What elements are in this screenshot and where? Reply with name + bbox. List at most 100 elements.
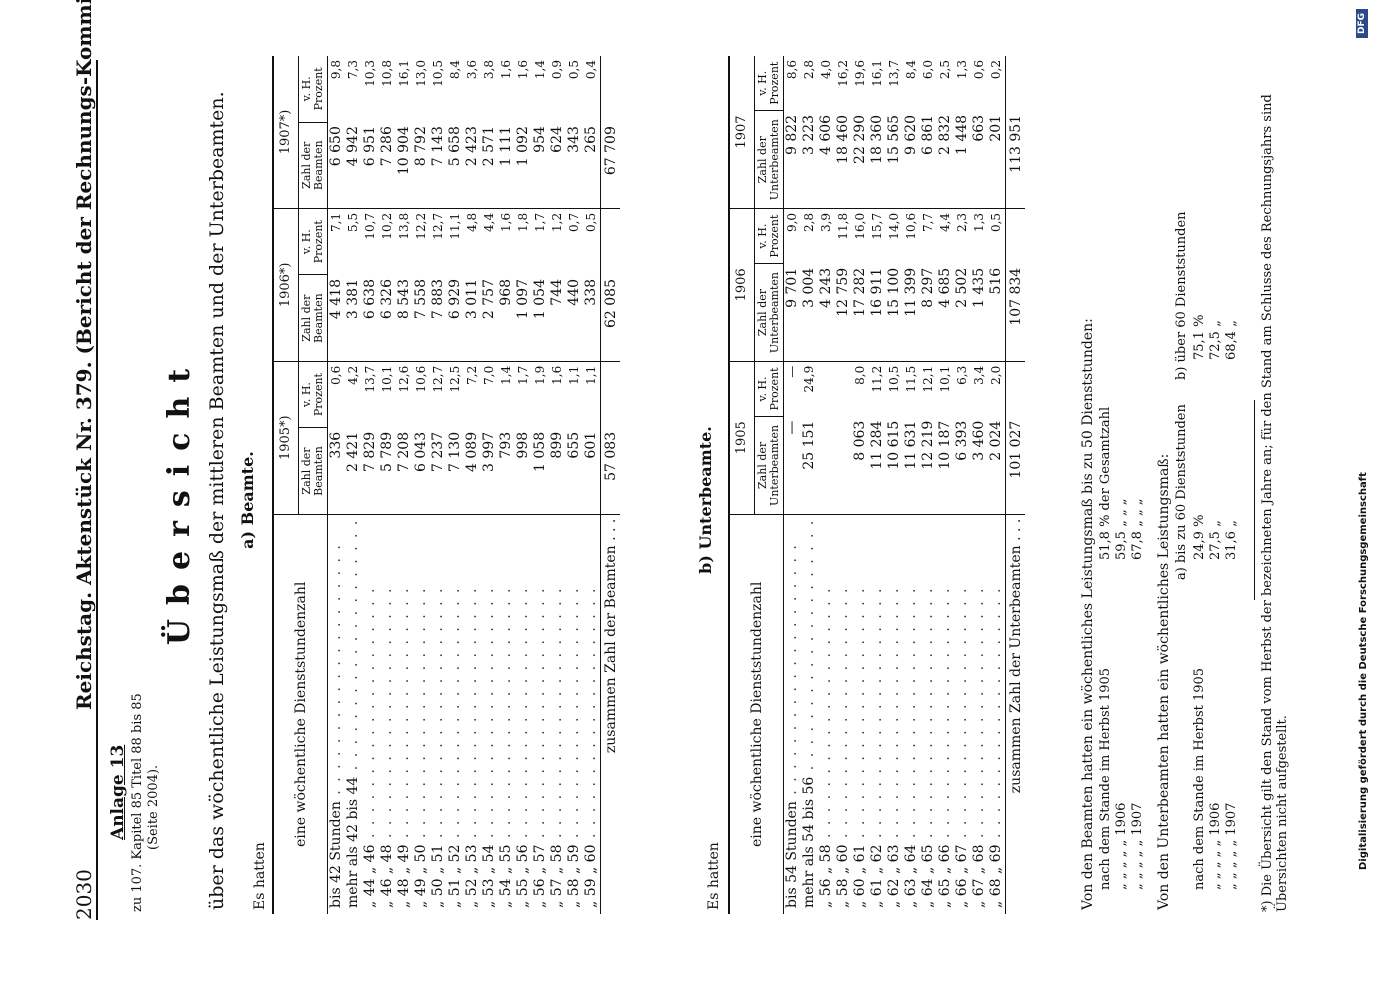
count-cell: 1 092 (515, 122, 532, 209)
digitization-note: Digitalisierung gefördert durch die Deut… (1358, 472, 1369, 870)
count-header: Zahl der Beamten (298, 122, 328, 209)
percent-cell: 2,3 (955, 212, 969, 233)
count-cell: 6 861 (920, 110, 937, 209)
percent-cell: 13,7 (363, 365, 377, 393)
count-cell: 1 058 (532, 427, 549, 515)
percent-cell: 10,7 (363, 212, 377, 240)
percent-cell: 10,8 (380, 60, 394, 87)
table-row: „ 65 „ 66 . . . . . . . . . . . . . . . … (937, 56, 954, 914)
row-label: „ 58 „ 60 . . . . . . . . . . . . . . . … (835, 586, 851, 908)
percent-cell: 12,7 (431, 212, 445, 240)
percent-cell: 1,1 (567, 365, 581, 385)
count-cell: — (783, 416, 801, 515)
total-row: zusammen Zahl der Unterbeamten . . .101 … (1005, 56, 1025, 914)
percent-cell: 2,5 (938, 60, 952, 80)
count-cell: 7 883 (430, 274, 447, 362)
percent-cell: 8,0 (853, 365, 867, 385)
count-cell: 7 130 (447, 427, 464, 515)
percent-cell: 10,1 (938, 365, 952, 393)
count-cell: 899 (549, 427, 566, 515)
total-cell: 57 083 (600, 427, 620, 515)
summary-unterbeamte-line: Von den Unterbeamten hatten ein wöchentl… (1156, 453, 1172, 910)
summary-row: „ „ „ „ „ 190767,8 „ „ „ (1130, 498, 1145, 890)
count-cell: 2 421 (345, 427, 362, 515)
table-row: „ 64 „ 65 . . . . . . . . . . . . . . . … (920, 56, 937, 914)
summary-row: „ „ „ „ „ 190731,6 „68,4 „ (1224, 320, 1239, 890)
count-cell: 3 381 (345, 274, 362, 362)
percent-cell: 12,5 (448, 365, 462, 393)
section-a-es-hatten: Es hatten (252, 842, 268, 910)
summary-col-a: a) bis zu 60 Dienststunden (1174, 404, 1189, 580)
total-percent-cell (600, 361, 620, 428)
count-cell: 3 004 (801, 263, 818, 362)
percent-cell: 1,6 (550, 365, 564, 385)
percent-cell: 2,8 (802, 212, 816, 233)
summary-row: nach dem Stande im Herbst 190524,9 %75,1… (1192, 314, 1207, 890)
row-label: „ 55 „ 56 . . . . . . . . . . . . . . . … (515, 586, 531, 908)
percent-cell: 11,8 (836, 212, 850, 240)
percent-cell: 16,2 (836, 60, 850, 87)
percent-cell: 10,6 (414, 365, 428, 393)
count-cell: 5 789 (379, 427, 396, 515)
percent-cell: 12,1 (921, 365, 935, 393)
row-label: „ 51 „ 52 . . . . . . . . . . . . . . . … (447, 586, 463, 908)
percent-cell: 12,2 (414, 212, 428, 240)
percent-cell: 0,4 (584, 60, 598, 80)
table-unterbeamte: eine wöchentliche Dienststundenzahl 1905… (730, 56, 1025, 914)
percent-cell: 10,2 (380, 212, 394, 240)
count-cell: 998 (515, 427, 532, 515)
row-label: „ 65 „ 66 . . . . . . . . . . . . . . . … (937, 586, 953, 908)
table-row: „ 44 „ 46 . . . . . . . . . . . . . . . … (362, 56, 379, 914)
count-cell: 954 (532, 122, 549, 209)
row-label: „ 57 „ 58 . . . . . . . . . . . . . . . … (549, 586, 565, 908)
row-label: „ 60 „ 61 . . . . . . . . . . . . . . . … (852, 586, 868, 908)
count-cell: 440 (566, 274, 583, 362)
percent-cell: 1,8 (516, 212, 530, 232)
table-row: „ 62 „ 63 . . . . . . . . . . . . . . . … (886, 56, 903, 914)
table-row: „ 49 „ 50 . . . . . . . . . . . . . . . … (413, 56, 430, 914)
count-cell: 624 (549, 122, 566, 209)
total-cell: 113 951 (1005, 110, 1025, 209)
percent-cell: 4,8 (465, 212, 479, 232)
count-cell: 6 043 (413, 427, 430, 515)
count-cell: 516 (988, 263, 1006, 362)
count-cell: 265 (583, 122, 601, 209)
count-cell: 10 615 (886, 416, 903, 515)
percent-cell: 9,0 (785, 212, 799, 233)
anlage-reference: zu 107. Kapitel 85 Titel 88 bis 85 (130, 693, 145, 912)
summary-row: „ „ „ „ „ 190659,5 „ „ „ (1114, 498, 1129, 890)
table-row: „ 56 „ 57 . . . . . . . . . . . . . . . … (532, 56, 549, 914)
anlage-label: Anlage 13 (108, 744, 128, 840)
percent-cell: 16,0 (853, 212, 867, 240)
table-row: „ 53 „ 54 . . . . . . . . . . . . . . . … (481, 56, 498, 914)
percent-cell: 0,6 (329, 365, 343, 385)
anlage-reference-page: (Seite 2004). (146, 764, 161, 850)
merged-percent-cell: 24,9 (802, 365, 816, 393)
count-cell: 2 502 (954, 263, 971, 362)
percent-cell: 2,8 (802, 60, 816, 80)
percent-cell: 0,6 (972, 60, 986, 80)
year-header-1906: 1906 (730, 208, 755, 362)
percent-cell: 16,1 (870, 60, 884, 87)
percent-header: v. H. Prozent (298, 361, 328, 428)
count-cell: 22 290 (852, 110, 869, 209)
row-label: „ 50 „ 51 . . . . . . . . . . . . . . . … (430, 586, 446, 908)
count-cell: 8 297 (920, 263, 937, 362)
count-cell: 1 054 (532, 274, 549, 362)
row-label: „ 68 „ 69 . . . . . . . . . . . . . . . … (988, 586, 1004, 908)
count-cell: 8 063 (852, 416, 869, 515)
row-label: „ 52 „ 53 . . . . . . . . . . . . . . . … (464, 586, 480, 908)
row-label: „ 67 „ 68 . . . . . . . . . . . . . . . … (971, 586, 987, 908)
count-cell: 4 685 (937, 263, 954, 362)
percent-cell: 3,9 (819, 212, 833, 233)
count-cell: 663 (971, 110, 988, 209)
count-cell: 3 011 (464, 274, 481, 362)
total-percent-cell (1005, 208, 1025, 264)
table-row: „ 51 „ 52 . . . . . . . . . . . . . . . … (447, 56, 464, 914)
percent-cell: 15,7 (870, 212, 884, 240)
count-cell: 6 951 (362, 122, 379, 209)
year-header-1907: 1907 (730, 56, 755, 209)
count-cell: 6 638 (362, 274, 379, 362)
total-label: zusammen Zahl der Unterbeamten . . . (1005, 514, 1025, 914)
